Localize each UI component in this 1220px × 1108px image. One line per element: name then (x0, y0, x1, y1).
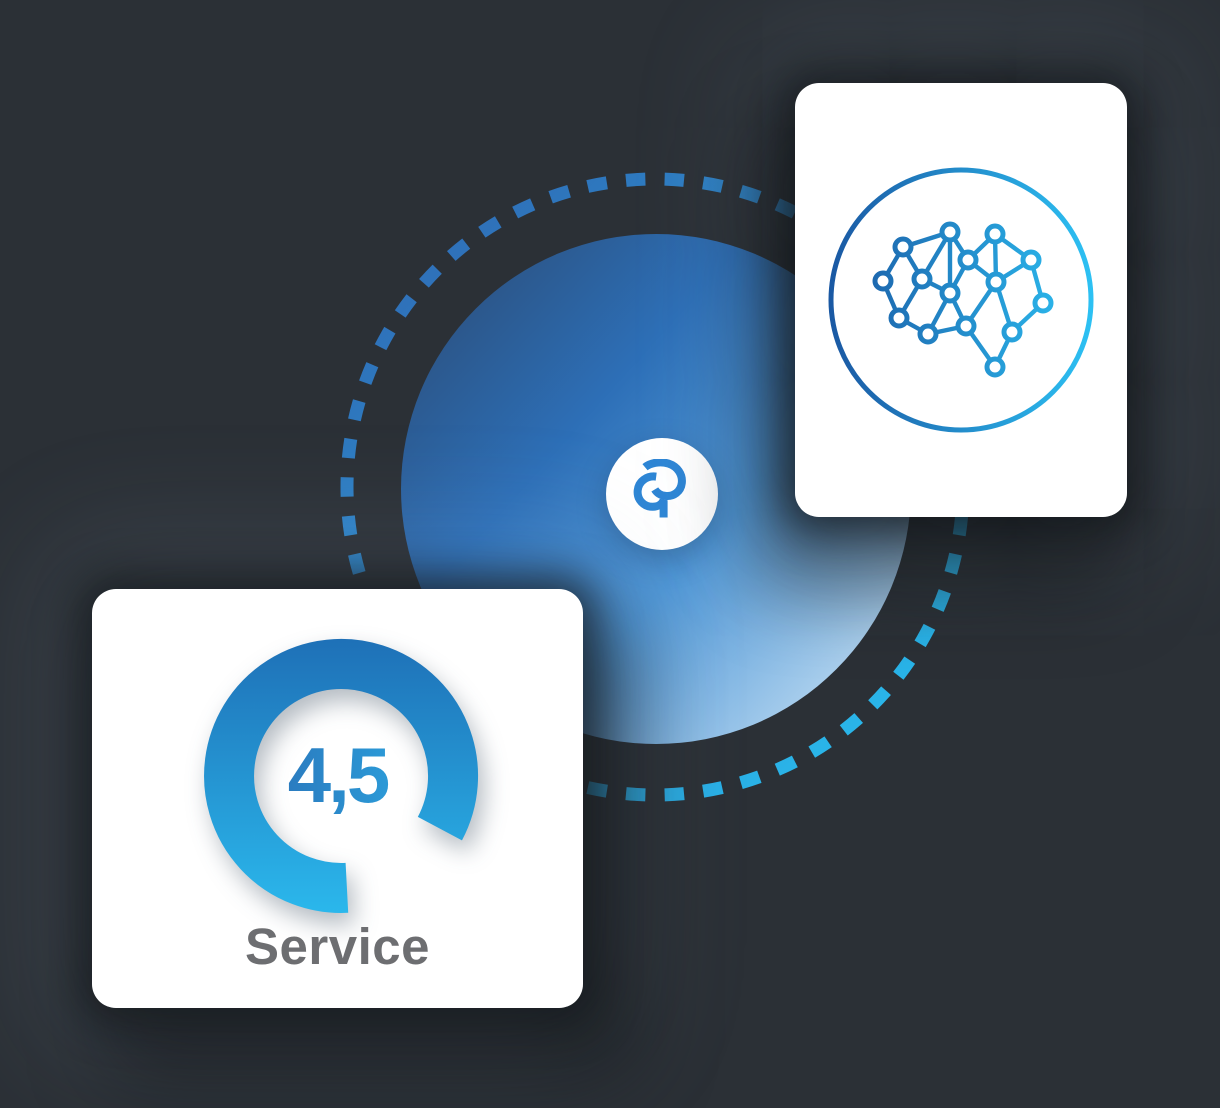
neural-network-brain-icon (828, 167, 1094, 433)
neural-nodes (872, 221, 1054, 378)
company-logo-2-icon (633, 459, 686, 518)
logo-top-hook (642, 459, 686, 501)
rating-gauge (204, 638, 479, 913)
rating-gauge-arc (204, 638, 479, 913)
icon-outline-circle (828, 167, 1094, 433)
logo-bottom-hook (633, 472, 668, 518)
service-rating-card: 4,5 Service (92, 589, 583, 1008)
logo-disc (606, 438, 718, 550)
rating-value: 4,5 (92, 736, 583, 814)
ai-brain-card (795, 83, 1127, 517)
service-label: Service (245, 918, 430, 975)
